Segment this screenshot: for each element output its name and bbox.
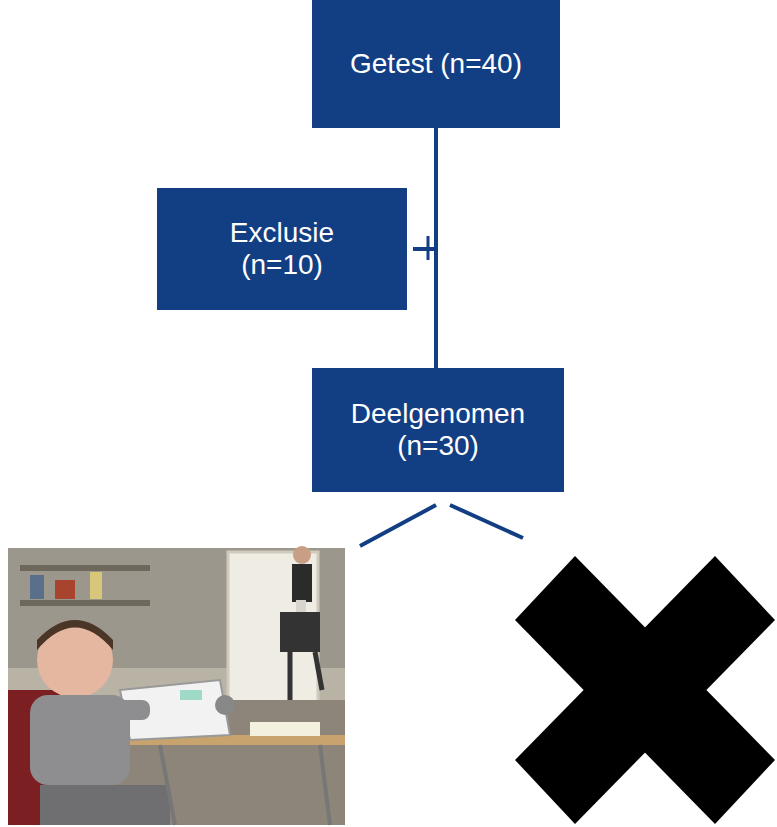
connector-line (434, 128, 438, 368)
split-line (360, 505, 436, 546)
process-box: Getest (n=40) (312, 0, 560, 128)
cross-symbol (515, 556, 775, 824)
process-box: Deelgenomen (n=30) (312, 368, 564, 492)
box-label: Deelgenomen (n=30) (323, 398, 553, 462)
photo-illustration (8, 546, 345, 825)
process-box: Exclusie (n=10) (157, 188, 407, 310)
connector-line (413, 128, 436, 249)
box-label: Exclusie (n=10) (207, 217, 357, 281)
split-line (450, 505, 523, 538)
box-label: Getest (n=40) (350, 48, 522, 80)
